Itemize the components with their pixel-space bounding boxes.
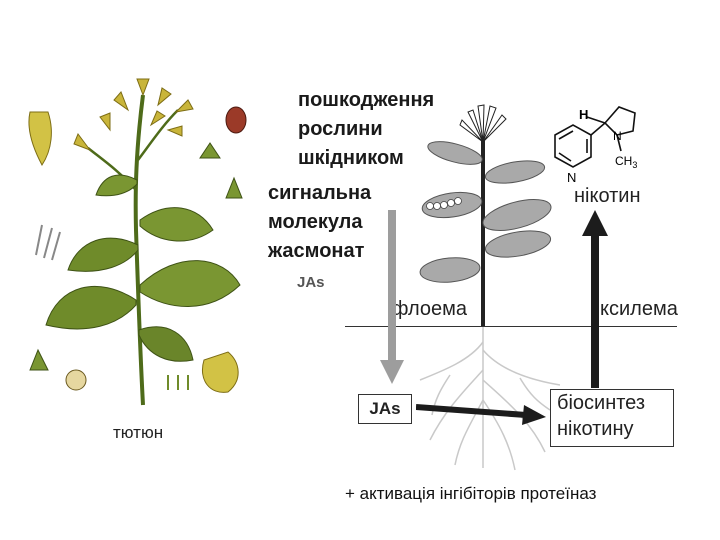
biosynthesis-line: біосинтез bbox=[551, 390, 673, 416]
tobacco-leaf bbox=[46, 286, 136, 329]
damage-label-line: пошкодження bbox=[298, 86, 434, 115]
seed-capsule-detail bbox=[226, 107, 246, 133]
flower-detail bbox=[30, 350, 48, 370]
tobacco-label: тютюн bbox=[113, 423, 163, 443]
damage-label-line: рослини bbox=[298, 115, 434, 144]
phloem-arrow bbox=[380, 210, 404, 385]
tobacco-leaf bbox=[68, 238, 138, 271]
flower-detail bbox=[202, 352, 238, 392]
tobacco-botanical-illustration bbox=[18, 70, 268, 410]
calyx-detail bbox=[226, 178, 242, 198]
jas-box-label: JAs bbox=[359, 395, 411, 423]
schematic-leaves bbox=[419, 137, 554, 285]
xylem-label: ксилема bbox=[600, 298, 678, 321]
signal-label-line: молекула bbox=[268, 208, 371, 237]
signal-label-line: жасмонат bbox=[268, 237, 371, 266]
footer-note: + активація інгібіторів протеїназ bbox=[345, 484, 596, 504]
stamen-detail bbox=[168, 375, 188, 390]
tobacco-leaf bbox=[140, 261, 240, 307]
flower-detail bbox=[29, 112, 51, 165]
inflorescence bbox=[460, 105, 506, 142]
pyrrolidine-n-atom: N bbox=[613, 129, 622, 143]
induction-arrow bbox=[416, 397, 546, 427]
pyridine-n-atom: N bbox=[567, 170, 576, 185]
tobacco-leaf bbox=[96, 175, 137, 196]
h-atom: H bbox=[579, 107, 588, 122]
tobacco-leaf bbox=[139, 327, 193, 361]
tobacco-leaf bbox=[140, 208, 213, 241]
calyx-detail bbox=[200, 143, 220, 158]
damage-label-line: шкідником bbox=[298, 144, 434, 173]
damage-label: пошкодження рослини шкідником bbox=[298, 86, 434, 173]
cross-section-detail bbox=[66, 370, 86, 390]
nicotine-structure: H N N CH3 bbox=[535, 95, 655, 195]
xylem-arrow bbox=[582, 210, 608, 388]
signal-label-line: сигнальна bbox=[268, 179, 371, 208]
jas-short-label: JAs bbox=[297, 274, 325, 291]
jas-box: JAs bbox=[358, 394, 412, 424]
stamen-detail bbox=[36, 225, 60, 260]
nicotine-label: нікотин bbox=[574, 185, 641, 208]
signal-molecule-label: сигнальна молекула жасмонат bbox=[268, 179, 371, 266]
methyl-group: CH3 bbox=[615, 154, 637, 170]
biosynthesis-line: нікотину bbox=[551, 416, 673, 442]
biosynthesis-box: біосинтез нікотину bbox=[550, 389, 674, 447]
